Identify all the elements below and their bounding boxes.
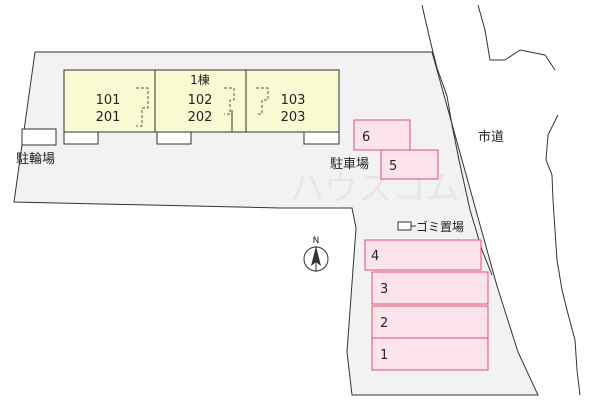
entrance-box-3 [303, 131, 340, 145]
parking-number-6: 6 [362, 130, 370, 145]
unit-upper-2: 102 [188, 93, 213, 108]
bicycle-parking-box [21, 128, 57, 146]
parking-space-5 [380, 149, 439, 180]
parking-area: 6 5 4 3 2 1 [353, 119, 489, 371]
unit-lower-2: 202 [188, 110, 213, 125]
city-road-label: 市道 [478, 129, 504, 145]
road-edge-right [545, 114, 581, 396]
parking-space-1 [371, 337, 489, 371]
unit-lower-3: 203 [281, 110, 306, 125]
parking-space-4 [364, 239, 482, 271]
parking-space-6 [353, 119, 411, 151]
unit-upper-3: 103 [281, 93, 306, 108]
parking-space-3 [371, 271, 489, 305]
building-label: 1棟 [190, 72, 210, 87]
bicycle-parking-label: 駐輪場 [16, 151, 55, 167]
apartment-building: 1棟 101 201 102 202 103 203 [63, 69, 340, 145]
stair-outline-3 [256, 87, 269, 115]
garbage-label: ゴミ置場 [416, 219, 464, 234]
parking-number-1: 1 [380, 348, 388, 363]
entrance-box-2 [156, 131, 192, 145]
road-edge-left [421, 4, 493, 276]
parking-space-2 [371, 305, 489, 339]
parking-number-5: 5 [389, 159, 397, 174]
unit-upper-1: 101 [96, 93, 121, 108]
road-edge-upper [477, 4, 556, 71]
building-body [63, 69, 340, 133]
north-arrow-icon: N [303, 236, 329, 272]
garbage-icon [397, 221, 412, 231]
unit-lower-1: 201 [96, 110, 121, 125]
parking-number-3: 3 [380, 282, 388, 297]
entrance-box-1 [63, 131, 99, 145]
stair-outline-2 [224, 87, 235, 115]
car-parking-label: 駐車場 [330, 157, 369, 172]
parking-number-2: 2 [380, 316, 388, 331]
garbage-point: ゴミ置場 [397, 219, 464, 234]
parking-number-4: 4 [371, 249, 379, 264]
north-label: N [313, 236, 320, 246]
stair-outline-1 [136, 87, 149, 127]
